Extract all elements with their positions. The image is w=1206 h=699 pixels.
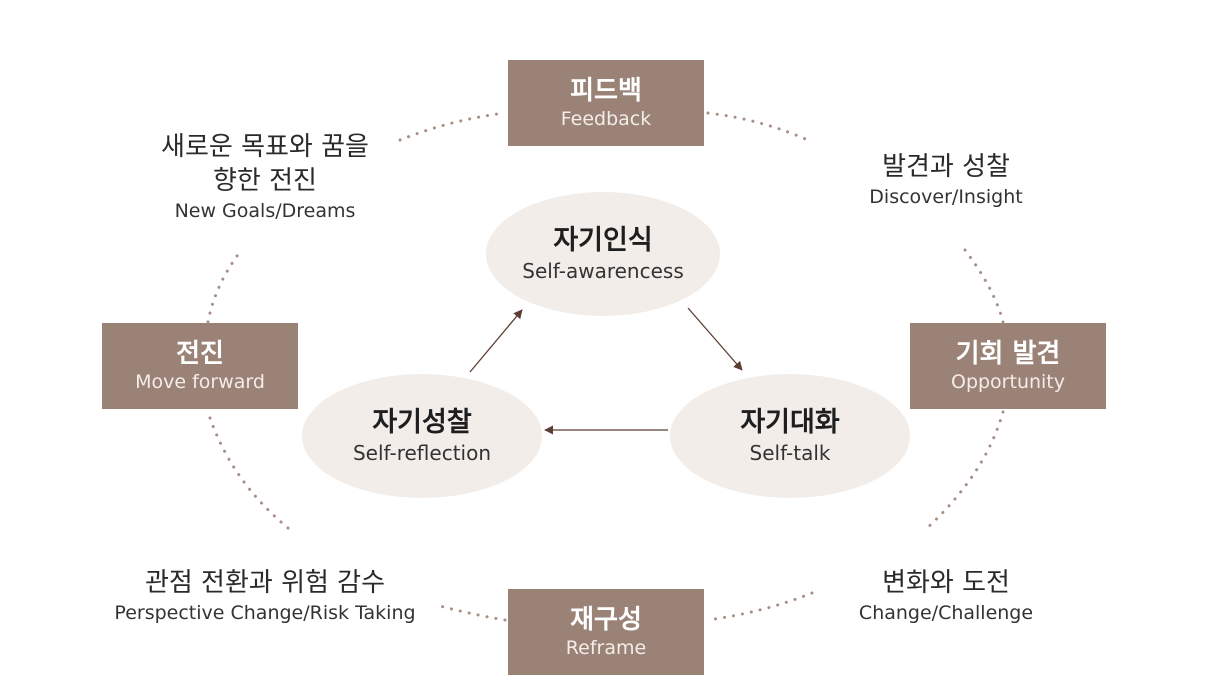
dotted-arc-bottom-left xyxy=(438,604,507,622)
change-label: 변화와 도전 Change/Challenge xyxy=(836,566,1056,626)
self-reflection-subtitle: Self-reflection xyxy=(352,441,492,465)
discover-en: Discover/Insight xyxy=(869,186,1023,208)
perspective-label: 관점 전환과 위험 감수 Perspective Change/Risk Tak… xyxy=(100,566,430,626)
self-reflection-title: 자기성찰 xyxy=(372,407,472,438)
dotted-arc-bottom-right xyxy=(706,591,814,622)
self-talk-title: 자기대화 xyxy=(740,407,840,438)
move-forward-subtitle: Move forward xyxy=(135,371,265,393)
feedback-box: 피드백 Feedback xyxy=(508,60,704,146)
arrow-reflection-to-awareness xyxy=(469,309,523,373)
self-awareness-title: 자기인식 xyxy=(553,225,653,256)
dotted-arc-left-lower xyxy=(206,410,290,530)
reframe-subtitle: Reframe xyxy=(565,637,647,659)
perspective-ko: 관점 전환과 위험 감수 xyxy=(144,568,386,598)
self-talk-subtitle: Self-talk xyxy=(749,441,831,465)
self-reflection-ellipse: 자기성찰 Self-reflection xyxy=(302,374,542,498)
move-forward-title: 전진 xyxy=(176,339,224,369)
reframe-box: 재구성 Reframe xyxy=(508,589,704,675)
opportunity-title: 기회 발견 xyxy=(955,339,1061,369)
dotted-arc-right-lower xyxy=(923,410,1005,532)
dotted-arc-left-upper xyxy=(206,250,242,324)
opportunity-box: 기회 발견 Opportunity xyxy=(910,323,1106,409)
feedback-subtitle: Feedback xyxy=(560,108,652,130)
move-forward-box: 전진 Move forward xyxy=(102,323,298,409)
new-goals-ko-line2: 향한 전진 xyxy=(213,166,317,196)
arrow-awareness-to-talk xyxy=(687,307,743,371)
feedback-title: 피드백 xyxy=(570,76,642,106)
perspective-en: Perspective Change/Risk Taking xyxy=(114,602,416,624)
new-goals-en: New Goals/Dreams xyxy=(174,200,356,222)
reframe-title: 재구성 xyxy=(570,605,642,635)
new-goals-ko-line1: 새로운 목표와 꿈을 xyxy=(161,132,369,162)
new-goals-label: 새로운 목표와 꿈을 향한 전진 New Goals/Dreams xyxy=(120,130,410,224)
discover-label: 발견과 성찰 Discover/Insight xyxy=(836,150,1056,210)
self-awareness-ellipse: 자기인식 Self-awarencess xyxy=(486,192,720,316)
dotted-arc-right-upper xyxy=(963,248,1005,324)
self-awareness-subtitle: Self-awarencess xyxy=(522,259,684,283)
change-en: Change/Challenge xyxy=(858,602,1034,624)
change-ko: 변화와 도전 xyxy=(882,568,1010,598)
dotted-arc-top-right xyxy=(706,111,814,144)
opportunity-subtitle: Opportunity xyxy=(950,371,1066,393)
self-talk-ellipse: 자기대화 Self-talk xyxy=(670,374,910,498)
dotted-arc-top-left xyxy=(398,111,507,142)
discover-ko: 발견과 성찰 xyxy=(882,152,1010,182)
